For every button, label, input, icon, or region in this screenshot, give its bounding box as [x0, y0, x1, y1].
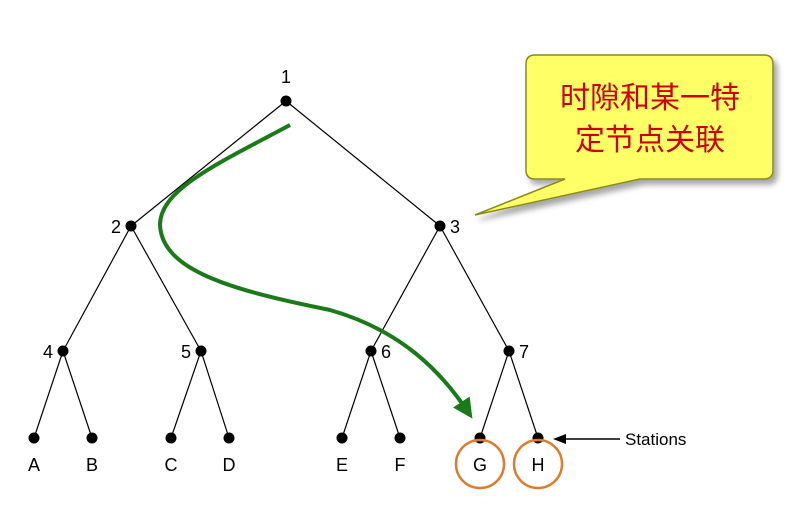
tree-edge-4-B: [62, 350, 93, 439]
tree-node-D: [223, 432, 235, 444]
slot-path-arrow: [157, 123, 473, 419]
stations-arrow-head: [553, 434, 566, 444]
tree-node-A: [28, 432, 40, 444]
callout-line-1: 时隙和某一特: [560, 81, 740, 116]
tree-edge-7-H: [508, 350, 539, 439]
tree-edge-3-7: [439, 225, 510, 352]
tree-nodes: 1 2 3 4 5 6 7A B C D E F G H: [28, 67, 545, 475]
tree-node-B: [86, 432, 98, 444]
tree-node-label-4: 4: [43, 342, 53, 362]
tree-node-C: [165, 432, 177, 444]
tree-edges: [33, 100, 539, 439]
highlight-rings: [454, 438, 564, 490]
tree-edge-1-3: [285, 100, 441, 227]
tree-edge-6-E: [341, 350, 372, 439]
tree-node-6: [365, 345, 377, 357]
tree-node-label-6: 6: [381, 342, 391, 362]
tree-node-label-B: B: [86, 455, 98, 475]
tree-node-5: [195, 345, 207, 357]
tree-node-label-2: 2: [111, 217, 121, 237]
tree-node-1: [280, 95, 292, 107]
tree-edge-5-C: [170, 350, 202, 439]
tree-node-label-1: 1: [281, 67, 291, 87]
tree-edge-5-D: [200, 350, 230, 439]
tree-node-label-7: 7: [519, 342, 529, 362]
tree-node-4: [57, 345, 69, 357]
tree-node-G: [474, 432, 486, 444]
tree-node-2: [125, 220, 137, 232]
tree-node-label-E: E: [336, 455, 348, 475]
highlight-ring-H: [512, 438, 564, 490]
tree-node-label-3: 3: [450, 217, 460, 237]
tree-edge-4-A: [33, 350, 64, 439]
tree-node-3: [434, 220, 446, 232]
tree-node-F: [394, 432, 406, 444]
tree-edge-2-4: [62, 225, 132, 352]
tree-node-7: [503, 345, 515, 357]
tree-edge-6-F: [370, 350, 401, 439]
tree-edge-2-5: [130, 225, 202, 352]
tree-node-H: [532, 432, 544, 444]
tree-node-label-D: D: [223, 455, 236, 475]
tree-node-label-C: C: [165, 455, 178, 475]
callout-balloon: 时隙和某一特 定节点关联: [474, 54, 774, 216]
tree-node-E: [336, 432, 348, 444]
callout-line-2: 定节点关联: [575, 123, 725, 158]
tree-edge-1-2: [130, 100, 287, 227]
stations-pointer: Stations: [553, 430, 686, 449]
tree-node-label-5: 5: [181, 342, 191, 362]
stations-label: Stations: [625, 430, 686, 449]
tree-node-label-A: A: [28, 455, 40, 475]
highlight-ring-G: [454, 438, 506, 490]
tree-node-label-H: H: [532, 455, 545, 475]
tree-node-label-F: F: [395, 455, 406, 475]
callout-shape: [474, 54, 774, 216]
tree-node-label-G: G: [473, 455, 487, 475]
tree-edge-7-G: [479, 350, 510, 439]
